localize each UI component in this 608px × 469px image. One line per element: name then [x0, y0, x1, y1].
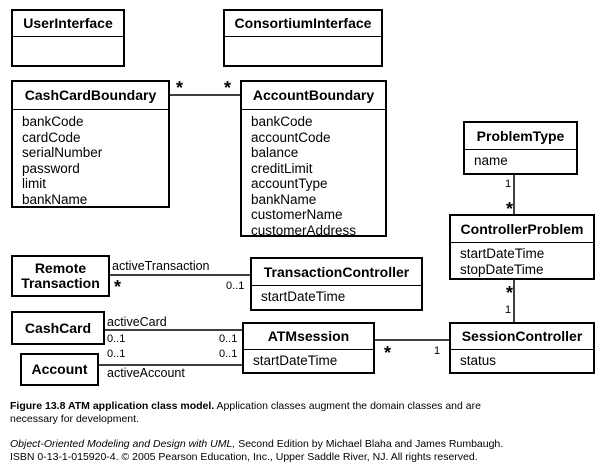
multiplicity-remote-transaction: *: [114, 277, 122, 297]
role-active-account: activeAccount: [107, 366, 185, 380]
class-name: ControllerProblem: [451, 216, 593, 243]
class-name: ProblemType: [465, 123, 576, 150]
attribute: balance: [251, 145, 299, 160]
class-name: Account: [31, 361, 88, 378]
attribute: cardCode: [22, 129, 81, 145]
book-title: Object-Oriented Modeling and Design with…: [10, 438, 236, 450]
attribute: accountType: [251, 176, 328, 191]
class-account-boundary: AccountBoundary bankCode accountCode bal…: [240, 80, 387, 238]
attribute: name: [474, 153, 508, 168]
multiplicity-sessioncontroller-top: 1: [505, 304, 512, 316]
multiplicity-transaction-controller: 0..1: [226, 280, 245, 292]
class-transaction-controller: TransactionController startDateTime: [250, 257, 423, 311]
multiplicity-cashcard: 0..1: [107, 333, 126, 345]
multiplicity-atmsession-session: *: [384, 343, 392, 363]
attribute: password: [22, 160, 80, 176]
attribute: limit: [22, 176, 46, 191]
book-authors: Second Edition by Michael Blaha and Jame…: [235, 438, 504, 450]
attribute-list: bankCode accountCode balance creditLimit…: [242, 110, 385, 238]
attribute-list: startDateTime: [244, 350, 373, 369]
attribute-list: startDateTime: [252, 286, 421, 305]
attribute: creditLimit: [251, 160, 313, 176]
figure-caption: Figure 13.8 ATM application class model.…: [10, 400, 530, 426]
isbn-line: ISBN 0-13-1-015920-4. © 2005 Pearson Edu…: [10, 451, 478, 463]
attribute: bankCode: [251, 114, 313, 129]
class-name: Remote Transaction: [13, 257, 108, 295]
class-name: SessionController: [451, 324, 593, 350]
class-account: Account: [20, 353, 99, 386]
figure-label: Figure 13.8 ATM application class model.: [10, 400, 215, 412]
class-user-interface: UserInterface: [11, 9, 125, 67]
attribute-list: bankCode cardCode serialNumber password …: [13, 110, 168, 207]
attribute: customerAddress: [251, 222, 357, 238]
attribute: bankCode: [22, 114, 84, 129]
class-cash-card-boundary: CashCardBoundary bankCode cardCode seria…: [11, 80, 170, 208]
attribute: bankName: [22, 191, 88, 207]
attribute: bankName: [251, 191, 317, 207]
multiplicity-problemtype: 1: [505, 178, 512, 190]
attribute: startDateTime: [253, 353, 338, 368]
class-name-line-2: Transaction: [21, 275, 100, 291]
class-name: CashCard: [24, 319, 92, 336]
multiplicity-cashcardboundary: *: [176, 78, 184, 98]
multiplicity-account: 0..1: [107, 348, 126, 360]
role-active-card: activeCard: [107, 315, 167, 329]
attribute: stopDateTime: [460, 261, 544, 277]
class-cash-card: CashCard: [11, 311, 105, 345]
multiplicity-controllerproblem-top: *: [506, 199, 514, 219]
role-active-transaction: activeTransaction: [112, 259, 210, 273]
class-name-line-1: Remote: [34, 260, 87, 277]
class-name: TransactionController: [252, 259, 421, 286]
class-remote-transaction: Remote Transaction: [11, 255, 110, 297]
multiplicity-atmsession-account: 0..1: [219, 348, 238, 360]
class-name: ConsortiumInterface: [225, 11, 381, 37]
multiplicity-controllerproblem-bottom: *: [506, 283, 514, 303]
multiplicity-sessioncontroller: 1: [434, 345, 441, 357]
class-problem-type: ProblemType name: [463, 121, 578, 175]
book-credit: Object-Oriented Modeling and Design with…: [10, 438, 600, 464]
class-atm-session: ATMsession startDateTime: [242, 322, 375, 374]
figure-text: Application classes augment the domain c…: [10, 400, 481, 425]
attribute: serialNumber: [22, 145, 103, 160]
class-session-controller: SessionController status: [449, 322, 595, 374]
class-name: ATMsession: [244, 324, 373, 350]
attribute-list: status: [451, 350, 593, 369]
attribute: startDateTime: [460, 246, 545, 261]
attribute: accountCode: [251, 129, 331, 145]
class-name: CashCardBoundary: [13, 82, 168, 110]
multiplicity-accountboundary: *: [224, 78, 232, 98]
attribute: status: [460, 353, 497, 368]
class-controller-problem: ControllerProblem startDateTime stopDate…: [449, 214, 595, 280]
attribute-list: startDateTime stopDateTime: [451, 243, 593, 277]
attribute: startDateTime: [261, 289, 346, 304]
attribute-list: name: [465, 150, 576, 169]
multiplicity-atmsession-card: 0..1: [219, 333, 238, 345]
class-name: UserInterface: [13, 11, 123, 37]
attribute: customerName: [251, 207, 343, 222]
class-name: AccountBoundary: [242, 82, 385, 110]
class-consortium-interface: ConsortiumInterface: [223, 9, 383, 67]
